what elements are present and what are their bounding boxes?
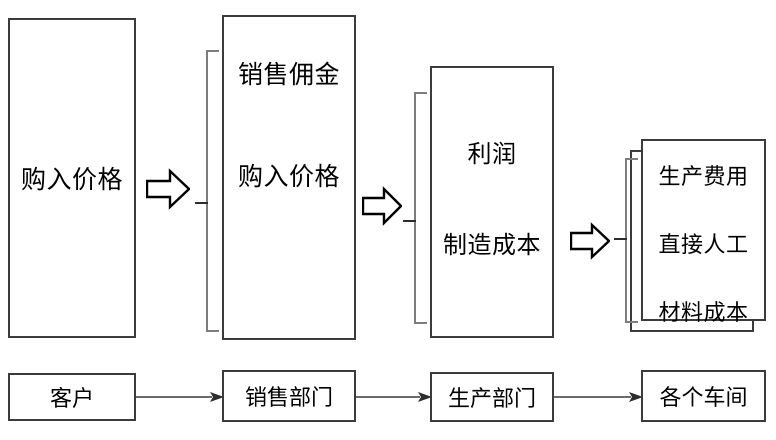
brace-spine bbox=[414, 92, 416, 324]
box-text-line: 购入价格 bbox=[20, 165, 123, 194]
box-text-line: 材料成本 bbox=[658, 301, 749, 326]
brace-tick-bottom bbox=[206, 330, 219, 332]
connector-arrow-3-icon bbox=[554, 392, 643, 402]
block-arrow-right-icon bbox=[362, 186, 402, 226]
bottom-box-sales-dept[interactable]: 销售部门 bbox=[222, 370, 356, 422]
top-box-sales-breakdown[interactable]: 销售佣金 购入价格 bbox=[222, 15, 356, 340]
brace-box2 bbox=[195, 50, 222, 332]
bottom-box-customer[interactable]: 客户 bbox=[8, 373, 136, 421]
box-text-line: 利润 bbox=[467, 140, 517, 168]
box-text-line: 销售佣金 bbox=[237, 60, 340, 89]
brace-tick-top bbox=[625, 158, 638, 160]
top-box-manufacturing-breakdown[interactable]: 生产费用 直接人工 材料成本 bbox=[641, 139, 766, 326]
block-arrow-right-icon bbox=[146, 168, 190, 210]
connector-arrow-2-icon bbox=[356, 392, 432, 402]
brace-spine bbox=[206, 50, 208, 332]
box-text-line: 直接人工 bbox=[658, 233, 749, 258]
block-arrow-right-icon bbox=[570, 222, 610, 260]
top-box-profit-breakdown[interactable]: 利润 制造成本 bbox=[430, 66, 554, 338]
connector-arrow-1-icon bbox=[136, 392, 224, 402]
box-text-line: 制造成本 bbox=[443, 231, 541, 259]
bottom-box-label: 销售部门 bbox=[244, 386, 333, 411]
brace-tick-bottom bbox=[414, 322, 427, 324]
bottom-box-label: 各个车间 bbox=[659, 386, 748, 411]
brace-tick-middle bbox=[195, 202, 208, 204]
top-box-purchase-price[interactable]: 购入价格 bbox=[8, 18, 136, 338]
bottom-box-label: 生产部门 bbox=[447, 387, 536, 412]
brace-tick-top bbox=[414, 92, 427, 94]
bottom-box-label: 客户 bbox=[49, 387, 94, 412]
box-text-line: 生产费用 bbox=[658, 165, 749, 190]
brace-spine bbox=[625, 158, 627, 323]
brace-box4 bbox=[614, 158, 641, 323]
bottom-box-production-dept[interactable]: 生产部门 bbox=[430, 372, 554, 422]
brace-tick-bottom bbox=[625, 321, 638, 323]
brace-tick-top bbox=[206, 50, 219, 52]
brace-tick-middle bbox=[614, 238, 627, 240]
bottom-box-workshops[interactable]: 各个车间 bbox=[641, 370, 766, 422]
brace-tick-middle bbox=[403, 220, 416, 222]
box-text-line: 购入价格 bbox=[237, 162, 340, 191]
brace-box3 bbox=[403, 92, 430, 324]
